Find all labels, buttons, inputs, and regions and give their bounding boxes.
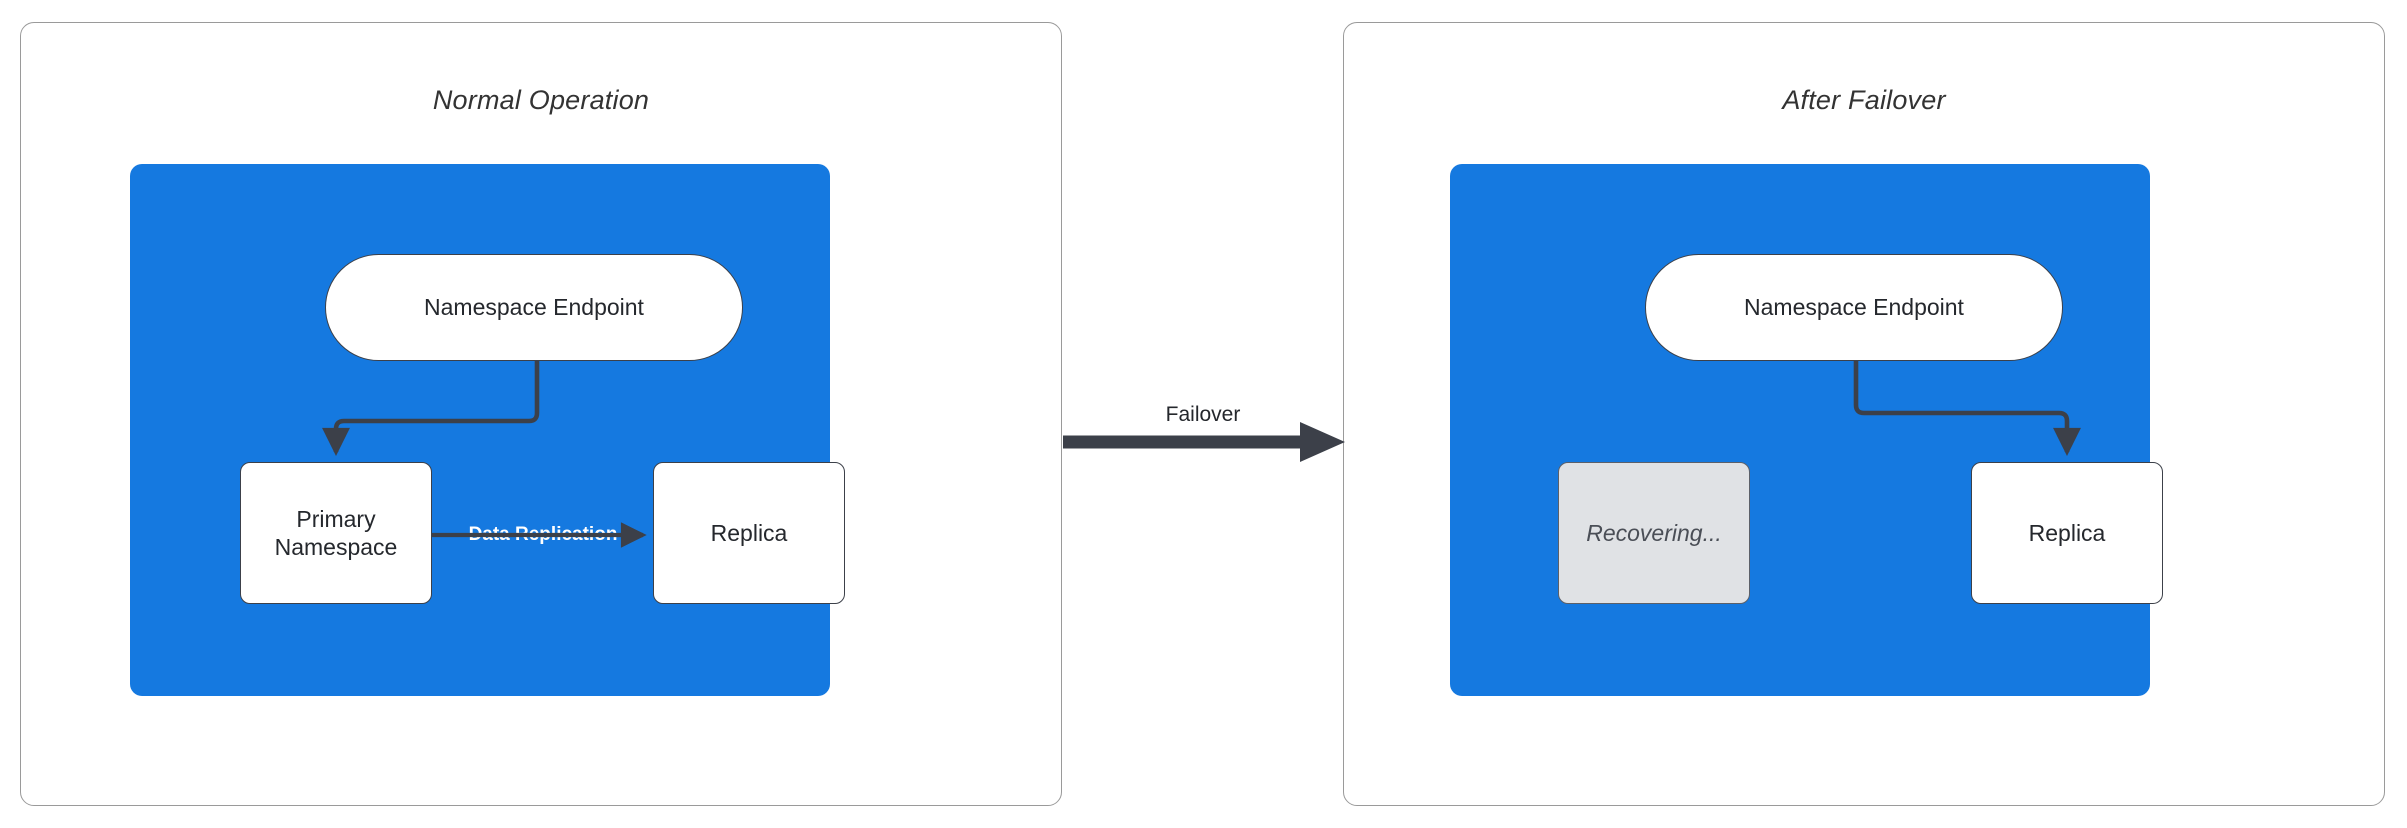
transition-label-failover: Failover <box>1165 403 1241 426</box>
region-after-failover <box>1450 164 2150 696</box>
node-primary-namespace-line1: Primary <box>296 505 376 532</box>
panel-title-normal-operation: Normal Operation <box>432 85 650 115</box>
node-primary-namespace-label: Primary Namespace <box>275 505 398 561</box>
node-namespace-endpoint-failover[interactable]: Namespace Endpoint <box>1645 254 2063 361</box>
node-replica-failover[interactable]: Replica <box>1971 462 2163 604</box>
node-primary-namespace-line2: Namespace <box>274 534 398 560</box>
node-primary-namespace[interactable]: Primary Namespace <box>240 462 432 604</box>
edge-label-data-replication: Data Replication <box>468 524 618 545</box>
region-normal-operation <box>130 164 830 696</box>
transition-arrow-failover <box>1063 422 1345 462</box>
panel-title-after-failover: After Failover <box>1782 85 1946 115</box>
node-namespace-endpoint-primary[interactable]: Namespace Endpoint <box>325 254 743 361</box>
node-recovering[interactable]: Recovering... <box>1558 462 1750 604</box>
node-replica-normal[interactable]: Replica <box>653 462 845 604</box>
